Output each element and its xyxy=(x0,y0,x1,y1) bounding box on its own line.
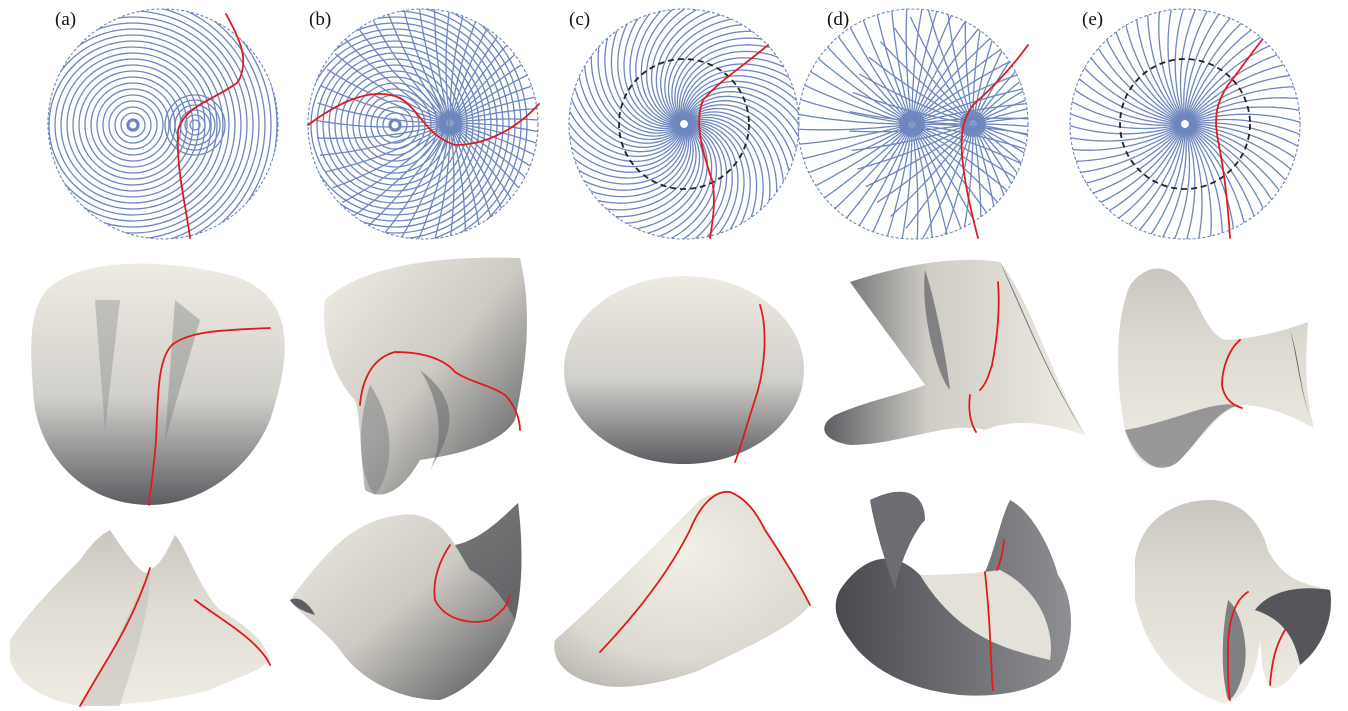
surface-e-top-view xyxy=(1118,268,1314,468)
panel-label-a: (a) xyxy=(55,9,76,30)
surface-c-side-view xyxy=(554,491,811,687)
panel-label-d: (d) xyxy=(827,9,849,30)
panel-label-e: (e) xyxy=(1082,9,1103,30)
surface-b-side-view xyxy=(290,503,522,700)
curve-diagram-b xyxy=(307,8,540,240)
curve-diagram-c xyxy=(568,8,800,240)
curve-diagram-a xyxy=(47,8,279,240)
surface-c-top-view xyxy=(564,276,804,464)
surface-d-top-view xyxy=(824,259,1085,445)
surface-d-side-view xyxy=(835,491,1072,696)
surface-b-top-view xyxy=(324,257,527,495)
curve-diagram-d xyxy=(797,8,1029,240)
surface-a-top-view xyxy=(31,263,285,506)
curve-diagram-e xyxy=(1069,8,1301,240)
panel-label-c: (c) xyxy=(569,9,590,30)
surface-a-side-view xyxy=(10,530,271,707)
panel-label-b: (b) xyxy=(309,9,331,30)
surface-e-side-view xyxy=(1135,500,1331,703)
